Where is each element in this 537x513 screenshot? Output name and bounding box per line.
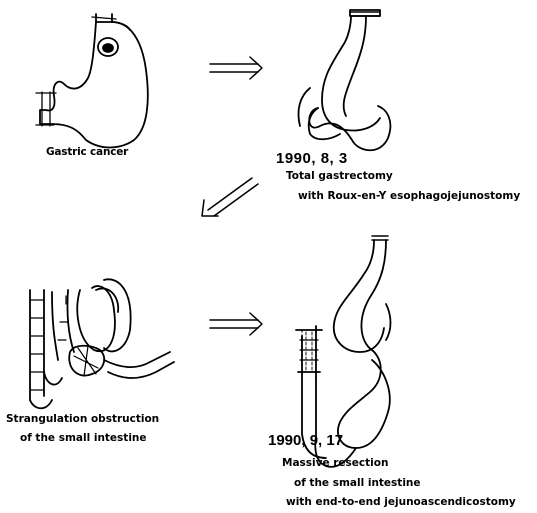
right-arrow xyxy=(210,57,262,79)
down-left-arrow xyxy=(202,178,258,216)
stomach-illustration xyxy=(36,14,148,148)
strangulation-line1: Strangulation obstruction xyxy=(6,413,159,425)
gastrectomy-date: 1990, 8, 3 xyxy=(276,150,348,167)
gastrectomy-line1: Total gastrectomy xyxy=(286,170,393,182)
resection-line2: of the small intestine xyxy=(294,477,421,489)
right-arrow xyxy=(210,313,262,335)
roux-en-y-illustration xyxy=(298,10,390,150)
strangulation-line2: of the small intestine xyxy=(20,432,147,444)
resection-line1: Massive resection xyxy=(282,457,388,469)
stomach-caption: Gastric cancer xyxy=(46,146,129,158)
resection-line3: with end-to-end jejunoascendicostomy xyxy=(286,496,516,508)
tumor-icon xyxy=(98,38,118,56)
resection-date: 1990, 9, 17 xyxy=(268,432,343,449)
gastrectomy-line2: with Roux-en-Y esophagojejunostomy xyxy=(298,190,520,202)
strangulation-illustration xyxy=(30,279,174,408)
